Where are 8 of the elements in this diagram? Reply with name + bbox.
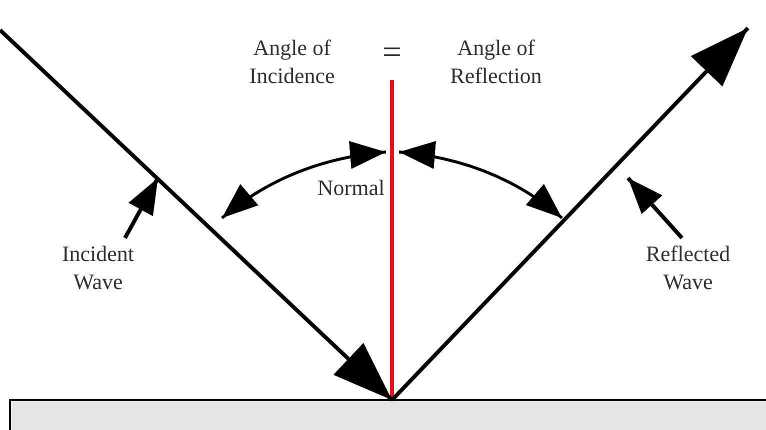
angle-label: Angle of Incidence bbox=[248, 34, 336, 90]
incident-wave-label: Incident Wave bbox=[42, 240, 154, 296]
leader-line bbox=[626, 176, 684, 240]
equals-sign: = bbox=[381, 36, 403, 70]
reflected-wave-label: Reflected Wave bbox=[628, 240, 748, 296]
angle-label: Angle of Reflection bbox=[449, 34, 543, 90]
leader-line bbox=[123, 177, 160, 239]
normal-label: Normal bbox=[316, 174, 386, 202]
